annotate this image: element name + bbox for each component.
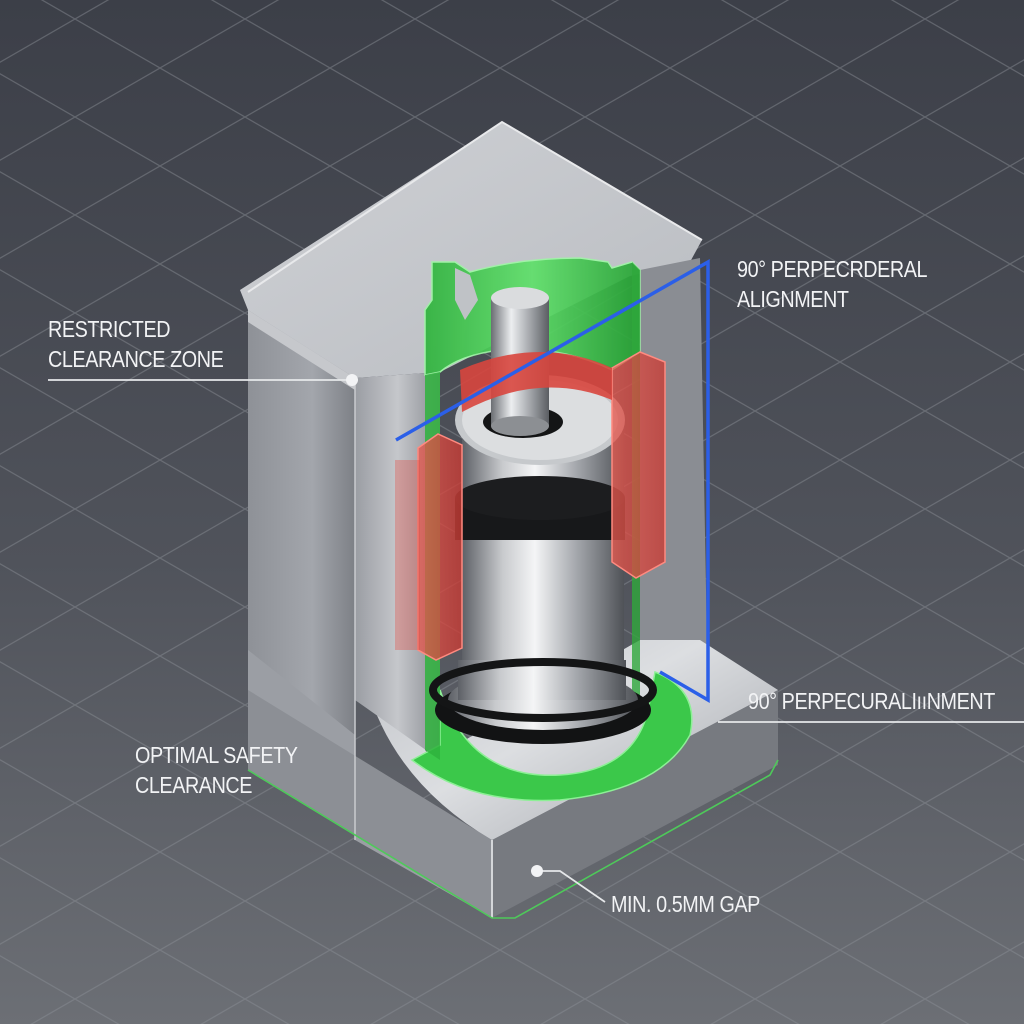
leader-lines [48, 379, 1024, 903]
label-alignment-bottom: 90° PERPECURALIııNMENT [748, 688, 995, 714]
label-optimal-safety-clearance: OPTIMAL SAFETY CLEARANCE [135, 742, 298, 798]
blue-alignment-plane [395, 258, 710, 704]
label-min-gap: MIN. 0.5MM GAP [611, 891, 760, 917]
red-restricted-brackets [395, 351, 666, 661]
label-alignment-top: 90° PERPECRDERAL ALIGNMENT [737, 256, 928, 312]
leader-min-gap [537, 870, 606, 903]
safety-clearance-outline [247, 759, 779, 919]
anchor-dot-restricted [346, 374, 358, 386]
label-restricted-clearance-zone: RESTRICTED CLEARANCE ZONE [48, 316, 224, 372]
anchor-dot-min-gap [531, 865, 543, 877]
cylinder [429, 375, 657, 744]
